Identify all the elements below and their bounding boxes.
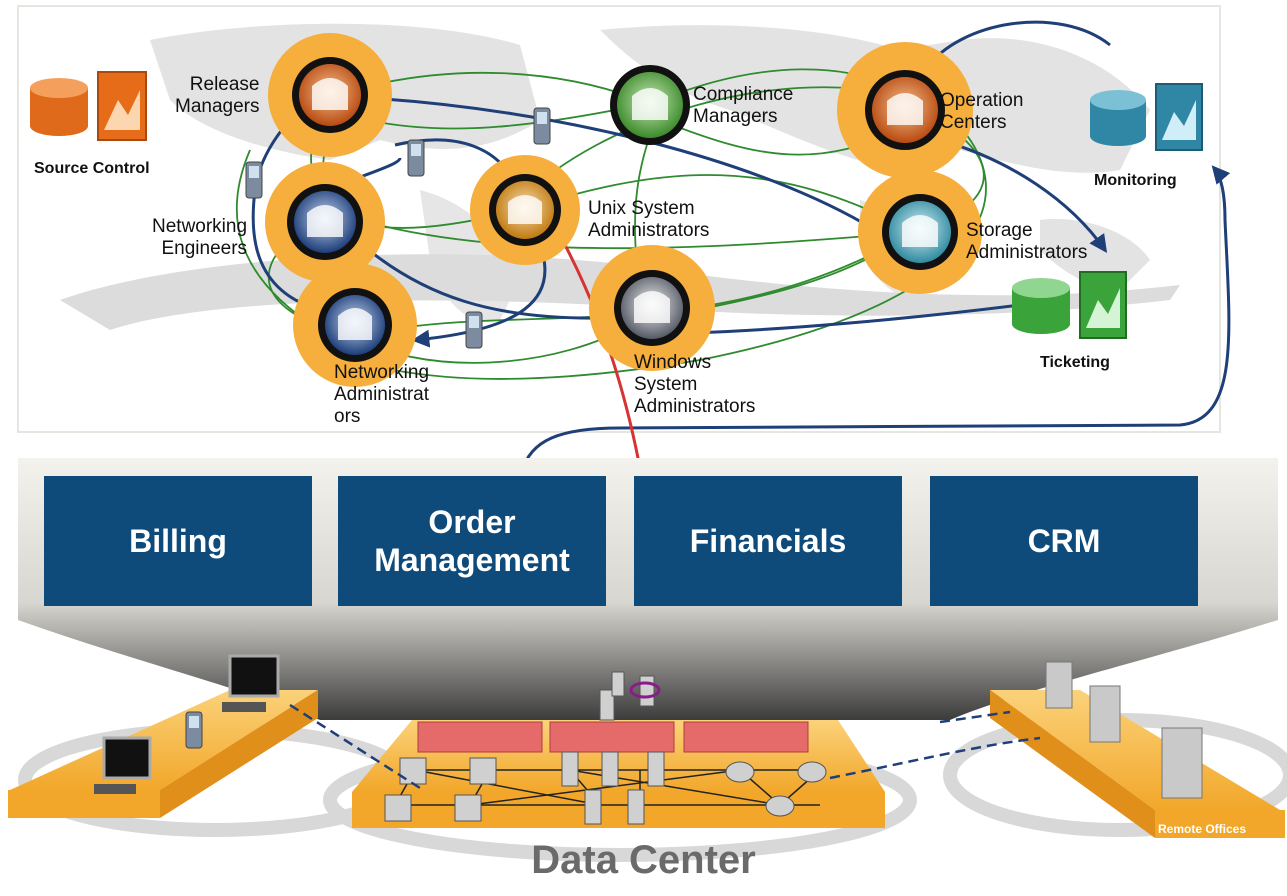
firewall-icon	[417, 721, 809, 753]
group-node-networking-admins[interactable]	[293, 263, 417, 387]
label-storage-admins: Storage Administrators	[966, 220, 1088, 263]
left-office-platform	[8, 690, 318, 818]
app-box-financials[interactable]: Financials	[634, 476, 902, 606]
group-node-windows-admins[interactable]	[589, 245, 715, 371]
server-icon	[384, 671, 827, 825]
group-node-compliance-managers[interactable]	[610, 65, 690, 145]
label-source-control: Source Control	[34, 160, 150, 177]
label-ticketing: Ticketing	[1040, 354, 1110, 371]
group-node-operation-centers[interactable]	[837, 42, 973, 178]
source-control-database-icon	[30, 78, 88, 136]
source-control-report-icon	[97, 71, 147, 141]
office-building-icon	[1045, 661, 1203, 799]
label-remote-offices: Remote Offices	[1158, 822, 1247, 836]
group-node-networking-engineers[interactable]	[265, 162, 385, 282]
app-box-order-management[interactable]: Order Management	[338, 476, 606, 606]
label-monitoring: Monitoring	[1094, 172, 1177, 189]
monitoring-report-icon	[1155, 83, 1203, 151]
mobile-phone-icon	[407, 139, 425, 177]
right-office-platform	[990, 690, 1285, 838]
app-box-billing[interactable]: Billing	[44, 476, 312, 606]
group-node-storage-admins[interactable]	[858, 170, 982, 294]
monitoring-database-icon	[1090, 90, 1146, 146]
mobile-phone-icon	[465, 311, 483, 349]
mobile-phone-icon	[245, 161, 263, 199]
label-release-managers: Release Managers	[175, 74, 260, 117]
mobile-phone-icon	[533, 107, 551, 145]
workstation-icon	[94, 736, 152, 794]
group-node-release-managers[interactable]	[268, 33, 392, 157]
workstation-icon	[222, 654, 280, 712]
office-links	[289, 703, 1041, 790]
label-windows-admins: Windows System Administrators	[634, 352, 756, 417]
storage-ring-icon	[629, 681, 661, 699]
label-compliance-managers: Compliance Managers	[693, 84, 794, 127]
label-unix-admins: Unix System Administrators	[588, 198, 710, 241]
ticketing-report-icon	[1079, 271, 1127, 339]
label-networking-admins: Networking Administrat ors	[334, 362, 430, 427]
label-networking-engineers: Networking Engineers	[152, 216, 248, 259]
group-node-unix-admins[interactable]	[470, 155, 580, 265]
label-operation-centers: Operation Centers	[940, 90, 1024, 133]
label-data-center: Data Center	[531, 838, 756, 882]
mobile-phone-icon	[185, 711, 203, 749]
app-box-crm[interactable]: CRM	[930, 476, 1198, 606]
ticketing-database-icon	[1012, 278, 1070, 334]
